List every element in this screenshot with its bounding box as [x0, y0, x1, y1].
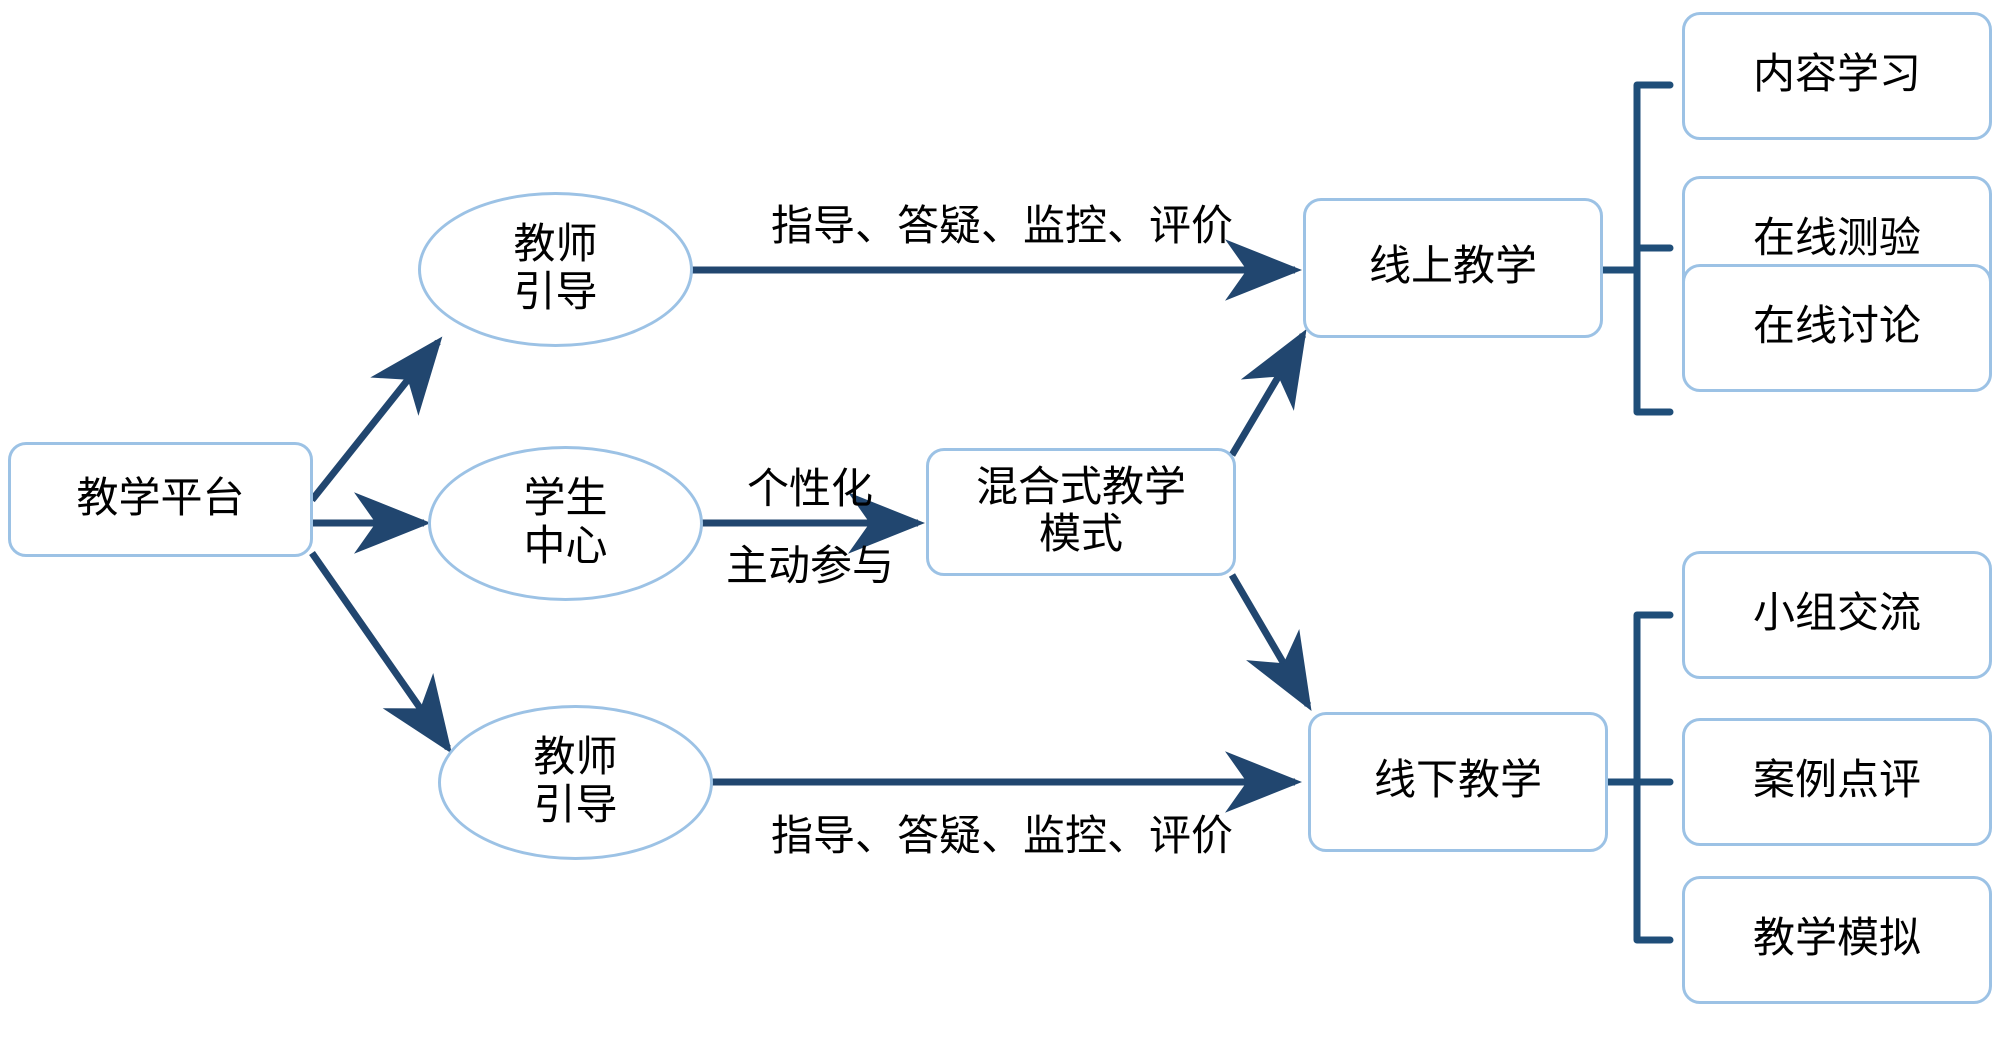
node-teacher-guide-bottom[interactable]: 教师 引导 — [438, 705, 713, 860]
node-offline-child-2[interactable]: 教学模拟 — [1682, 876, 1992, 1004]
node-teaching-platform[interactable]: 教学平台 — [8, 442, 313, 557]
node-offline-child-0[interactable]: 小组交流 — [1682, 551, 1992, 679]
node-teacher-guide-top[interactable]: 教师 引导 — [418, 192, 693, 347]
bracket-online-children — [1599, 81, 1674, 416]
node-offline-child-1[interactable]: 案例点评 — [1682, 718, 1992, 846]
edge-platform-to-teacher-bottom — [309, 550, 453, 754]
node-blended-teaching-mode[interactable]: 混合式教学 模式 — [926, 448, 1236, 576]
edge-label-personalized: 个性化 — [746, 467, 873, 513]
edge-label-bottom-guidance: 指导、答疑、监控、评价 — [770, 814, 1233, 860]
edge-platform-to-teacher-top — [309, 336, 443, 503]
node-student-center[interactable]: 学生 中心 — [428, 446, 703, 601]
node-online-teaching[interactable]: 线上教学 — [1303, 198, 1603, 338]
node-offline-teaching[interactable]: 线下教学 — [1308, 712, 1608, 852]
edge-label-top-guidance: 指导、答疑、监控、评价 — [770, 204, 1233, 250]
edge-blended-to-online — [1228, 328, 1307, 457]
edge-label-active-participation: 主动参与 — [725, 544, 894, 590]
edge-blended-to-offline — [1228, 573, 1312, 712]
bracket-offline-children — [1599, 611, 1674, 944]
node-online-child-2[interactable]: 在线讨论 — [1682, 264, 1992, 392]
node-online-child-0[interactable]: 内容学习 — [1682, 12, 1992, 140]
